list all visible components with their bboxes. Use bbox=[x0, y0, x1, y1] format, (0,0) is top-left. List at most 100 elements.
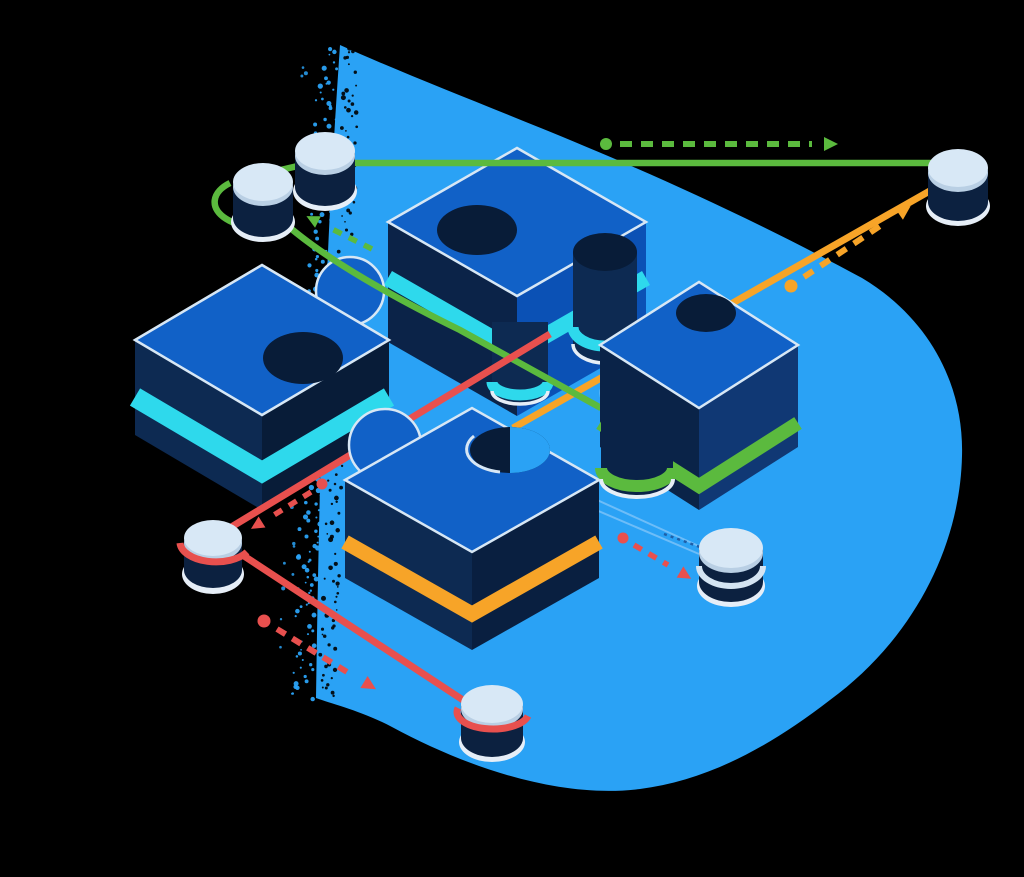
speckle-dot bbox=[297, 651, 302, 656]
speckle-dot bbox=[355, 84, 358, 87]
speckle-dot bbox=[307, 560, 310, 563]
knob-cylinder-rim bbox=[599, 478, 675, 499]
speckle-dot bbox=[326, 683, 330, 687]
top-face bbox=[597, 280, 801, 410]
speckle-dot bbox=[347, 63, 350, 66]
speckle-dot bbox=[311, 612, 317, 618]
socket-open-side bbox=[510, 427, 550, 473]
green-diagonal-line bbox=[285, 223, 603, 411]
knob-cylinder-rim bbox=[490, 390, 550, 406]
speckle-dot bbox=[308, 484, 315, 491]
speckle-dot bbox=[325, 82, 328, 85]
node-top-disc bbox=[699, 528, 763, 568]
speckle-dot bbox=[314, 529, 318, 533]
speckle-dot bbox=[315, 487, 322, 494]
speckle-dot bbox=[334, 495, 339, 501]
arrow-dashes bbox=[328, 225, 374, 252]
speckle-dot bbox=[317, 535, 320, 538]
speckle-dot bbox=[321, 633, 324, 636]
speckle-dot bbox=[321, 97, 324, 101]
speckle-dot bbox=[335, 500, 338, 504]
speckle-dot bbox=[334, 118, 337, 121]
speckle-dot bbox=[313, 576, 319, 582]
connector-red-lower bbox=[242, 553, 468, 705]
speckle-dot bbox=[300, 74, 304, 78]
speckle-dot bbox=[312, 573, 317, 577]
speckle-dot bbox=[304, 500, 308, 505]
green-dashed-arrow-top bbox=[600, 137, 838, 151]
speckle-dot bbox=[279, 618, 283, 621]
speckle-dot bbox=[328, 565, 333, 571]
speckle-dot bbox=[326, 123, 332, 129]
speckle-dot bbox=[314, 257, 318, 261]
speckle-dot bbox=[315, 516, 318, 519]
speckle-dot bbox=[322, 634, 327, 638]
arrowhead-icon bbox=[360, 675, 377, 690]
arrow-start-dot bbox=[257, 614, 271, 628]
speckle-dot bbox=[323, 117, 327, 122]
speckle-dot bbox=[328, 537, 334, 543]
speckle-dot bbox=[328, 47, 333, 52]
speckle-dot bbox=[297, 527, 302, 532]
speckle-dot bbox=[343, 56, 347, 60]
speckle-dot bbox=[332, 88, 335, 91]
arrow-dashes bbox=[272, 489, 313, 518]
speckle-dot bbox=[334, 473, 338, 476]
socket-wall-top bbox=[573, 233, 637, 271]
speckle-dot bbox=[339, 485, 344, 490]
arrowhead-icon bbox=[676, 566, 692, 579]
speckle-dot bbox=[346, 208, 351, 213]
speckle-dot bbox=[307, 624, 312, 629]
arrow-dashes bbox=[802, 219, 888, 280]
speckle-dot bbox=[337, 511, 341, 515]
arrow-start-dot bbox=[316, 478, 328, 490]
speckle-dot bbox=[318, 652, 323, 657]
speckle-dot bbox=[304, 534, 309, 539]
speckle-dot bbox=[350, 232, 354, 236]
speckle-dot bbox=[322, 673, 325, 677]
speckle-dot bbox=[345, 130, 347, 132]
speckle-dot bbox=[291, 572, 295, 576]
socket-rim-highlight bbox=[465, 434, 501, 474]
speckle-dot bbox=[347, 46, 352, 51]
speckle-dot bbox=[331, 618, 336, 623]
arrow-start-dot bbox=[600, 138, 612, 150]
speckle-dot bbox=[347, 99, 351, 103]
speckle-dot bbox=[333, 600, 337, 604]
edge-socket bbox=[465, 427, 550, 474]
puzzle-piece-left bbox=[129, 255, 395, 510]
knob-cylinder bbox=[595, 393, 679, 499]
speckle-dot bbox=[331, 223, 334, 227]
speckle-dot bbox=[314, 502, 318, 506]
speckle-dot bbox=[304, 679, 309, 684]
left-face bbox=[345, 480, 472, 650]
speckle-dot bbox=[324, 522, 328, 526]
node-top-disc bbox=[233, 163, 293, 201]
arrow-start-dot bbox=[784, 279, 798, 293]
speckle-dot bbox=[326, 80, 331, 85]
speckle-dot bbox=[319, 91, 322, 94]
cyan-stripe bbox=[129, 388, 395, 484]
arrow-dashes bbox=[275, 626, 354, 678]
speckle-dot bbox=[299, 605, 303, 609]
node-top-left-b bbox=[293, 132, 357, 211]
speckle-dot bbox=[301, 658, 304, 662]
speckle-dot bbox=[319, 494, 323, 497]
speckle-dot bbox=[309, 663, 313, 667]
speckle-dot bbox=[311, 668, 315, 672]
speckle-dot bbox=[313, 229, 318, 234]
speckle-dot bbox=[324, 664, 328, 669]
speckle-dot bbox=[320, 627, 325, 631]
speckle-dot bbox=[328, 106, 333, 111]
orange-dashed-arrow bbox=[784, 206, 911, 293]
speckle-dot bbox=[329, 210, 332, 214]
speckle-dot bbox=[328, 53, 331, 56]
red-wrap-bottom-right-node bbox=[453, 706, 532, 733]
arrowhead-icon bbox=[824, 137, 838, 151]
red-wrap-bottom-left-node bbox=[176, 542, 250, 566]
speckle-dot bbox=[314, 99, 318, 102]
speckle-dot bbox=[351, 49, 355, 54]
node-top-left-a bbox=[231, 163, 295, 242]
node-top-right bbox=[926, 149, 990, 226]
speckle-dot bbox=[351, 94, 354, 97]
